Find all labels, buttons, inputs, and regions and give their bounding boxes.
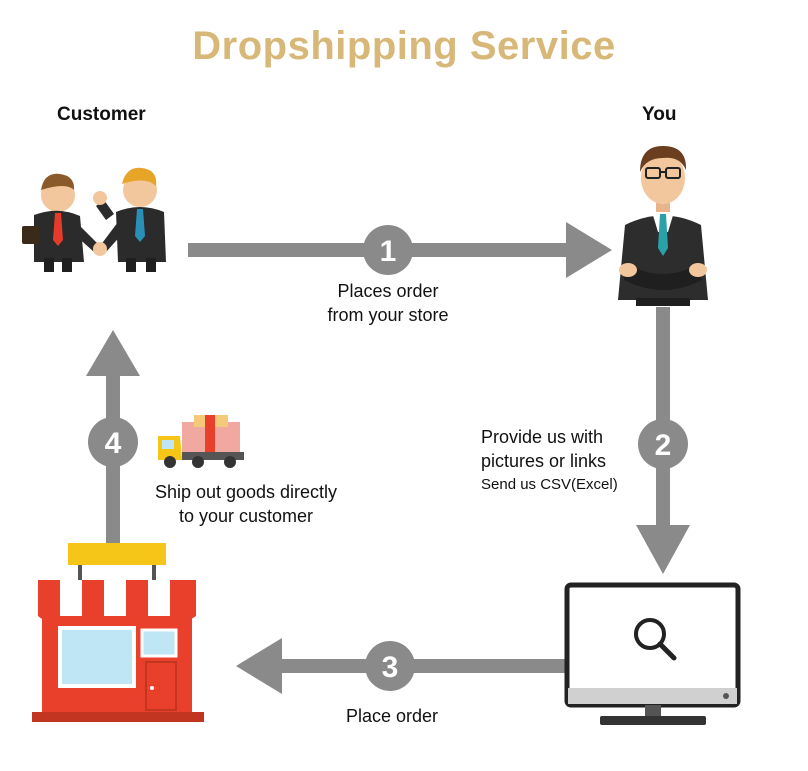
step-1-badge — [363, 225, 413, 275]
step-3-number: 3 — [382, 651, 399, 684]
step-2-text: Provide us with pictures or links Send u… — [481, 425, 641, 497]
computer-search-icon — [564, 582, 741, 725]
step-1-line-2: from your store — [327, 305, 449, 325]
step-1-number: 1 — [380, 235, 397, 268]
step-3-line-1: Place order — [345, 706, 439, 726]
step-3-text: Place order — [322, 704, 462, 728]
step-2-number: 2 — [655, 429, 672, 462]
step-4-text: Ship out goods directly to your customer — [128, 480, 364, 528]
delivery-truck-icon — [158, 415, 244, 468]
storefront-icon — [32, 543, 204, 722]
arrow-step-4: 4 — [86, 330, 140, 546]
step-2-line-1: Provide us with — [481, 427, 604, 447]
arrow-step-2: 2 — [636, 307, 690, 574]
step-2-line-3: Send us CSV(Excel) — [481, 476, 618, 493]
arrow-step-1: 1 — [188, 222, 612, 278]
businessman-icon — [618, 146, 708, 306]
customer-label: Customer — [57, 104, 146, 125]
handshake-customers-icon — [22, 167, 166, 272]
step-2-badge — [638, 419, 688, 469]
step-2-line-2: pictures or links — [481, 451, 607, 471]
step-1-line-1: Places order — [337, 281, 439, 301]
step-4-line-2: to your customer — [178, 506, 314, 526]
page-title: Dropshipping Service — [192, 24, 616, 68]
step-4-badge — [88, 417, 138, 467]
step-4-number: 4 — [105, 427, 122, 460]
step-3-badge — [365, 641, 415, 691]
arrow-step-3: 3 — [236, 638, 566, 694]
you-label: You — [642, 104, 677, 125]
step-4-line-1: Ship out goods directly — [154, 482, 338, 502]
step-1-text: Places order from your store — [290, 279, 486, 327]
